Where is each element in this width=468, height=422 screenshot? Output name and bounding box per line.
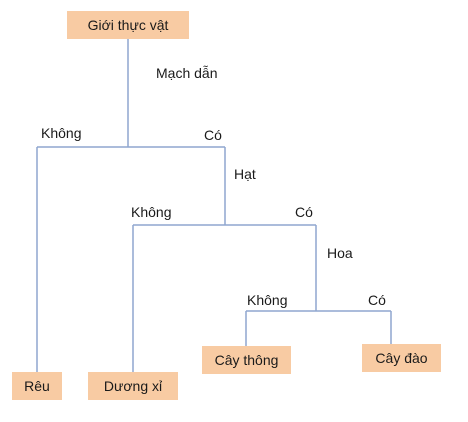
criterion-seed: Hạt xyxy=(234,166,256,182)
leaf-node-peach: Cây đào xyxy=(362,344,441,372)
leaf-node-moss: Rêu xyxy=(12,372,62,400)
answer-flower-yes: Có xyxy=(368,292,386,308)
answer-seed-no: Không xyxy=(131,204,172,220)
answer-flower-no: Không xyxy=(247,292,288,308)
leaf-node-pine: Cây thông xyxy=(202,346,291,374)
answer-seed-yes: Có xyxy=(295,204,313,220)
answer-vascular-yes: Có xyxy=(204,127,222,143)
root-node: Giới thực vật xyxy=(67,11,189,39)
criterion-vascular: Mạch dẫn xyxy=(156,65,218,81)
leaf-node-fern: Dương xỉ xyxy=(88,372,178,400)
answer-vascular-no: Không xyxy=(41,125,82,141)
criterion-flower: Hoa xyxy=(327,245,353,261)
